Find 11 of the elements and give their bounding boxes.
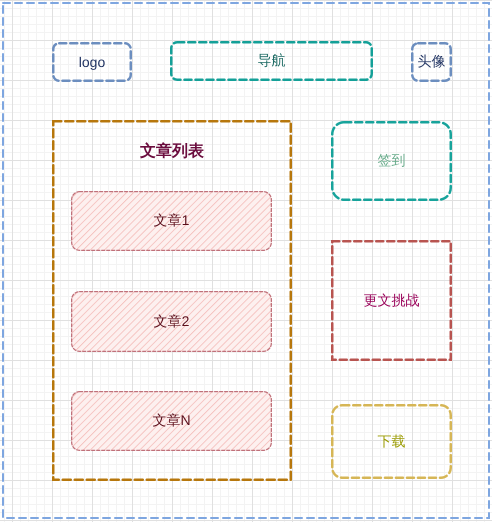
article-list-panel (52, 120, 292, 481)
avatar-box: 头像 (411, 42, 452, 82)
challenge-box: 更文挑战 (331, 240, 452, 361)
article-card: 文章1 (71, 191, 272, 251)
panel-title: 文章列表 (140, 141, 204, 162)
download-box: 下载 (331, 404, 452, 479)
nav-box: 导航 (170, 41, 373, 81)
article-card: 文章2 (71, 291, 272, 352)
check-in-box: 签到 (331, 121, 452, 201)
article-card: 文章N (71, 391, 272, 451)
dashed-box: logo (52, 42, 132, 82)
